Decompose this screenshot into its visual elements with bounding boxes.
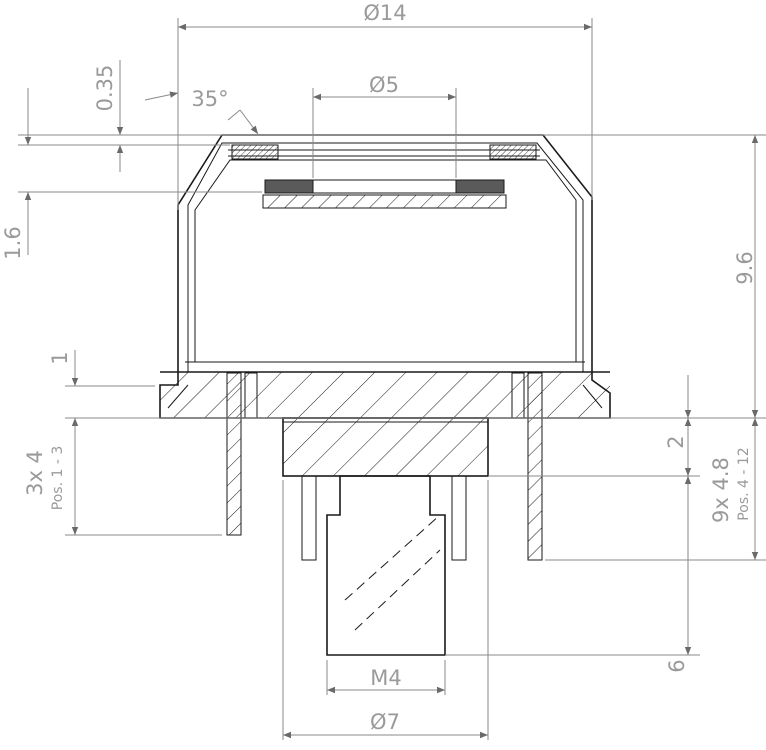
dimension-lines <box>24 23 759 739</box>
dim-hex-diameter: Ø7 <box>370 710 400 734</box>
dim-chamfer-angle: 35° <box>191 87 228 111</box>
dim-long-pins-qty: 9x 4.8 <box>709 457 733 523</box>
dim-foil-thickness: 0.35 <box>93 65 117 112</box>
dim-sensor-diameter: Ø5 <box>369 73 399 97</box>
dim-long-pins-pos: Pos. 4 - 12 <box>736 447 752 520</box>
extension-lines <box>18 18 766 740</box>
long-pins <box>301 372 543 561</box>
dim-total-height: 9.6 <box>733 251 757 284</box>
short-pins <box>226 372 258 536</box>
hex-body <box>282 417 489 477</box>
dim-top-offset: 1.6 <box>1 226 25 259</box>
thread-stud <box>326 475 446 656</box>
dim-thread-length: 6 <box>665 659 689 672</box>
sensor-element <box>262 179 507 209</box>
dim-overall-diameter: Ø14 <box>363 1 406 25</box>
foil-rings <box>228 144 540 160</box>
dimension-labels: Ø14 Ø5 35° 0.35 1.6 9.6 1 3x 4 Pos. 1 - … <box>1 1 757 734</box>
dim-short-pins-pos: Pos. 1 - 3 <box>50 446 66 510</box>
dim-flange-thickness: 1 <box>48 351 72 364</box>
dim-short-pins-qty: 3x 4 <box>23 450 47 496</box>
dim-thread-size: M4 <box>370 666 401 690</box>
dim-hex-height: 2 <box>664 435 688 448</box>
